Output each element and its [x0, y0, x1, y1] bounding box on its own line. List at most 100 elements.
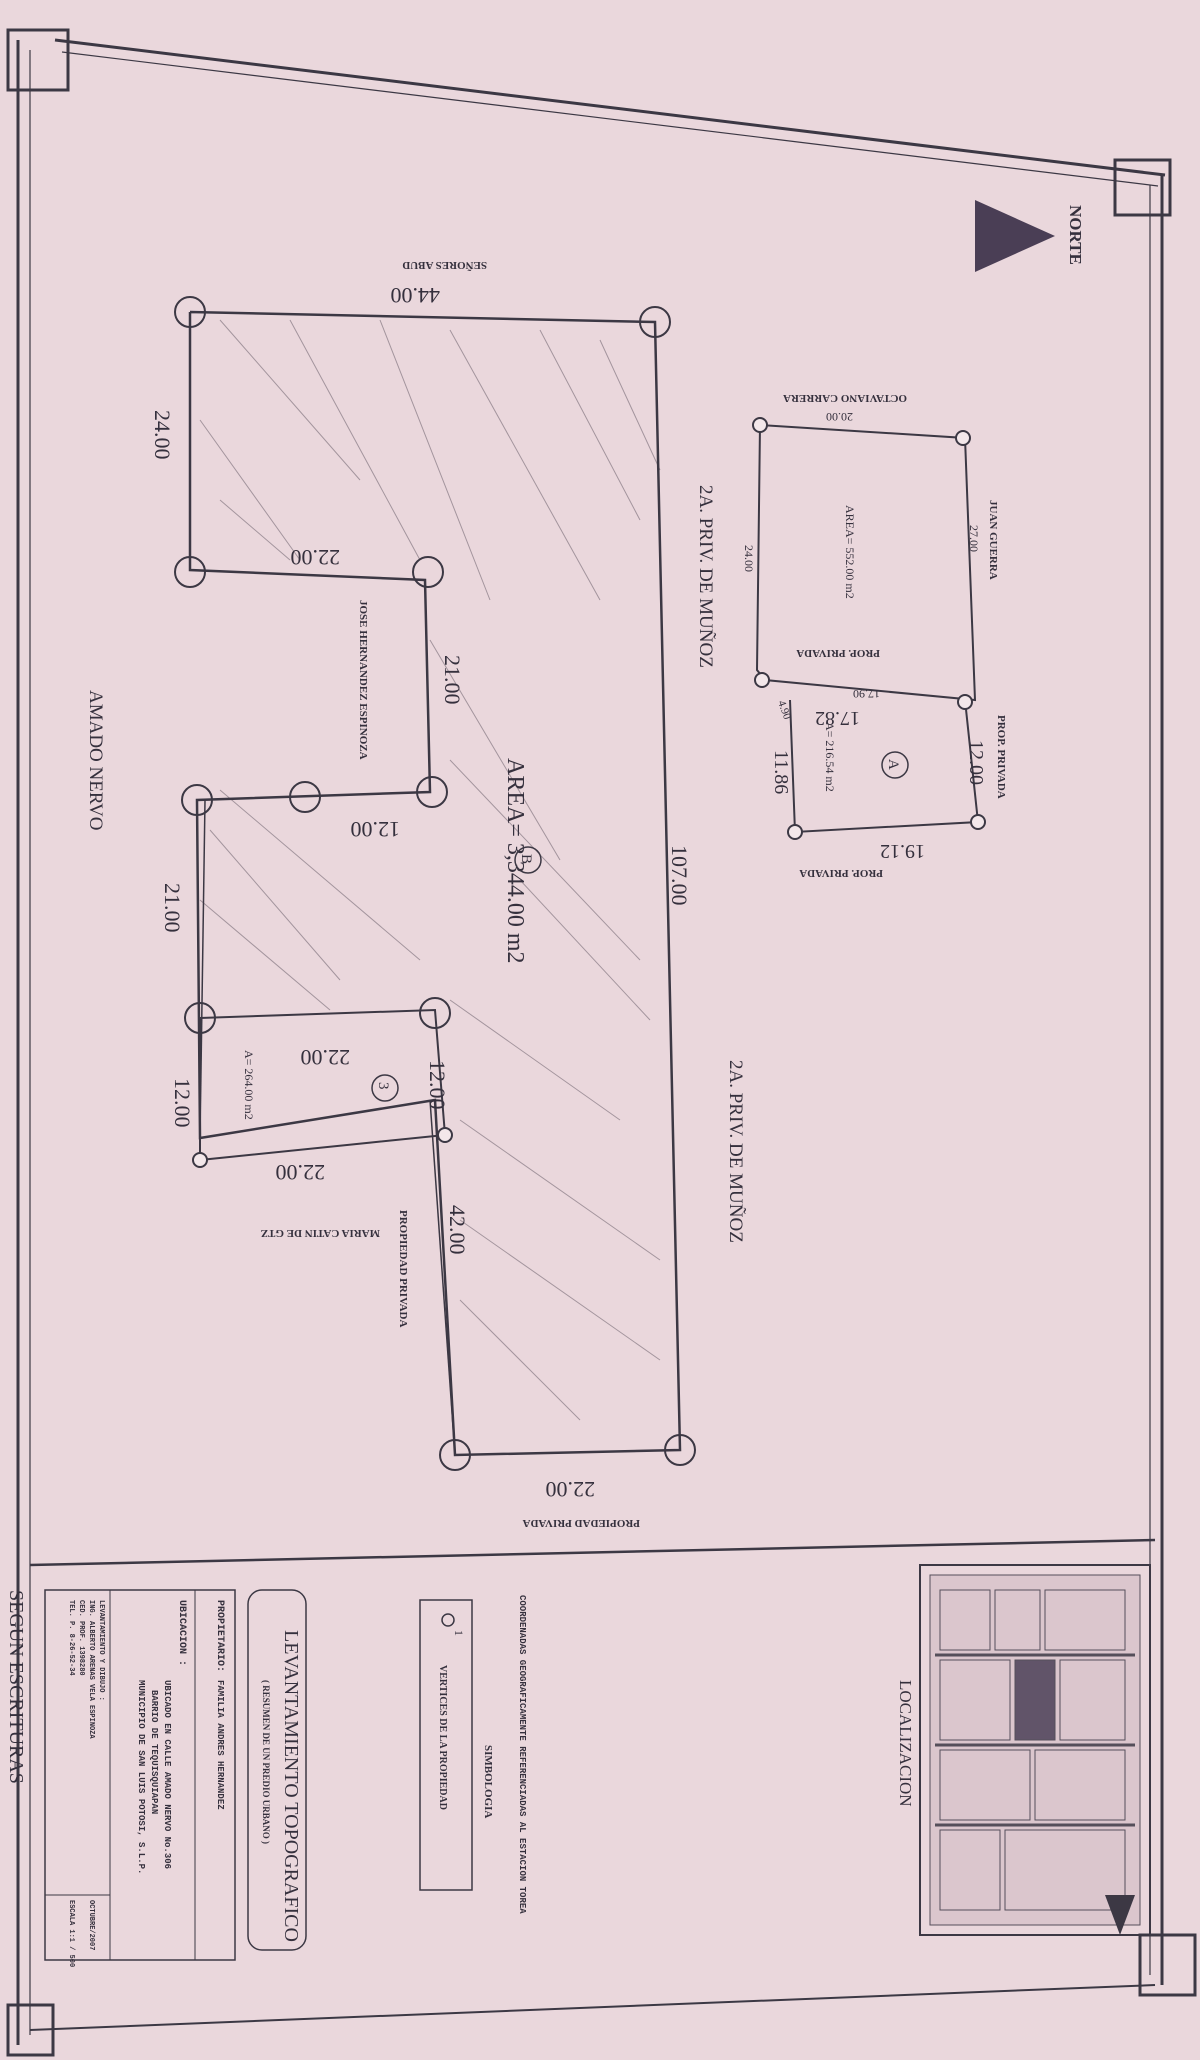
neighbor-octaviano-carrera: OCTAVIANO CARRERA — [783, 392, 907, 404]
corner-ornament — [6, 28, 70, 92]
corner-ornament — [1138, 1933, 1197, 1997]
location-map-frame — [919, 1564, 1151, 1936]
vertex — [192, 1152, 208, 1168]
dimension-107: 107.00 — [667, 845, 692, 906]
lot-a-id: A — [885, 759, 901, 770]
neighbor-jose-hernandez: JOSE HERNANDEZ ESPINOZA — [357, 600, 369, 760]
ubicacion-line: MUNICIPIO DE SAN LUIS POTOSI, S.L.P. — [136, 1680, 146, 1874]
neighbor-propiedad-privada-b: PROPIEDAD PRIVADA — [523, 1517, 640, 1529]
lot-3-id: 3 — [375, 1082, 391, 1090]
dimension-20: 20.00 — [826, 410, 853, 424]
lot-a-id-circle — [881, 751, 909, 779]
footer-line: TEL. P. 8-26-52-34 — [67, 1600, 75, 1676]
vertex — [970, 814, 986, 830]
vertex — [664, 1434, 696, 1466]
neighbor-juan-guerra: JUAN GUERRA — [987, 500, 999, 580]
vertex-symbol-icon — [441, 1613, 455, 1627]
lot-b-id-circle — [514, 846, 542, 874]
street-amado-nervo: AMADO NERVO — [85, 690, 106, 830]
vertex — [181, 784, 213, 816]
neighbor-prop-privada-b: PROP. PRIVADA — [796, 647, 880, 659]
vertex-symbol-number: 1 — [452, 1630, 466, 1636]
fecha: OCTUBRE/2007 — [87, 1900, 95, 1950]
north-label: NORTE — [1066, 205, 1085, 265]
footer-line: LEVANTAMIENTO Y DIBUJO : — [97, 1600, 105, 1701]
neighbor-maria-catin: MARIA CATIN DE GTZ — [261, 1227, 380, 1239]
title-block: LOCALIZACION COORDENADAS GEOGRAFICAMENTE… — [29, 1538, 1156, 1967]
lot-b-hatching — [199, 319, 661, 1421]
propietario-label: PROPIETARIO: — [214, 1600, 225, 1672]
dimension-27: 27.00 — [967, 525, 981, 552]
dimension-24: 24.00 — [150, 410, 175, 460]
lot-a-area: A= 216.54 m2 — [823, 722, 837, 792]
owner-block — [44, 1589, 236, 1961]
vertex — [412, 556, 444, 588]
simbologia-label: SIMBOLOGIA — [482, 1745, 494, 1818]
dimension-22-d: 22.00 — [546, 1477, 596, 1502]
dimension-12-c: 12.00 — [170, 1078, 195, 1128]
vertex — [289, 781, 321, 813]
vertex — [184, 1002, 216, 1034]
vertex — [955, 430, 971, 446]
survey-subtitle: ( RESUMEN DE UN PREDIO URBANO ) — [261, 1680, 271, 1844]
vertex — [754, 672, 770, 688]
lot-3-outline — [199, 1008, 447, 1162]
coord-note: COORDENADAS GEOGRAFICAMENTE REFERENCIADA… — [517, 1595, 527, 1914]
survey-title: LEVANTAMIENTO TOPOGRAFICO — [280, 1630, 302, 1942]
lot-small-area: AREA= 552.00 m2 — [843, 505, 857, 599]
lot-3-id-circle — [371, 1074, 399, 1102]
vertex — [174, 556, 206, 588]
street-priv-munoz-1: 2A. PRIV. DE MUÑOZ — [695, 485, 717, 668]
ubicacion-label: UBICACION : — [176, 1600, 187, 1666]
dimension-22-b: 22.00 — [301, 1045, 351, 1070]
dimension-12-00: 12.00 — [965, 740, 987, 785]
vertex-markers — [174, 296, 986, 1471]
dimension-17-90: 17.90 — [853, 687, 880, 701]
corner-ornament — [6, 2003, 55, 2057]
vertex — [419, 997, 451, 1029]
title-box — [247, 1589, 307, 1951]
neighbor-prop-privada-c: PROP. PRIVADA — [799, 867, 883, 879]
legend-box — [419, 1599, 473, 1891]
street-priv-munoz-2: 2A. PRIV. DE MUÑOZ — [725, 1060, 747, 1243]
location-map — [929, 1574, 1141, 1926]
ubicacion-line: BARRIO DE TEQUISQUIAPAN — [149, 1690, 159, 1814]
north-arrow-icon — [975, 200, 1055, 272]
dimension-12-b: 12.00 — [425, 1060, 450, 1110]
dimension-22-a: 22.00 — [291, 545, 341, 570]
vertex — [639, 306, 671, 338]
bottom-caption: SEGUN ESCRITURAS — [5, 1590, 27, 1784]
dimension-12-a: 12.00 — [351, 817, 401, 842]
escala: ESCALA 1:1 / 500 — [67, 1900, 75, 1967]
vertex — [174, 296, 206, 328]
vertex — [787, 824, 803, 840]
dimension-19-12: 19.12 — [880, 840, 925, 862]
vertex — [437, 1127, 453, 1143]
neighbor-prop-privada-a: PROP. PRIVADA — [995, 715, 1007, 799]
vertex — [439, 1439, 471, 1471]
dimension-24-b: 24.00 — [742, 545, 756, 572]
dimension-17-82: 17.82 — [815, 707, 860, 729]
north-arrow: NORTE — [975, 200, 1085, 272]
vertex — [416, 776, 448, 808]
dimension-11-86: 11.86 — [770, 750, 792, 794]
propietario-value: FAMILIA ANDRES HERNANDEZ — [215, 1680, 225, 1810]
dimension-21-a: 21.00 — [440, 655, 465, 705]
footer-line: CED. PROF. 1398280 — [77, 1600, 85, 1676]
lot-3-area: A= 264.00 m2 — [242, 1050, 256, 1120]
corner-ornament — [1113, 158, 1172, 217]
vertices-label: VERTICES DE LA PROPIEDAD — [437, 1665, 448, 1810]
dimension-21-b: 21.00 — [160, 883, 185, 933]
dimension-42: 42.00 — [445, 1205, 470, 1255]
ubicacion-line: UBICADO EN CALLE AMADO NERVO No.306 — [162, 1680, 172, 1869]
vertex — [957, 694, 973, 710]
dimension-44: 44.00 — [391, 283, 441, 308]
neighbor-senores-abud: SEÑORES ABUD — [402, 259, 487, 271]
lot-b-id: B — [518, 854, 534, 864]
neighbor-propiedad-privada: PROPIEDAD PRIVADA — [397, 1210, 409, 1327]
sheet-border — [6, 28, 1197, 2057]
lot-a-outline — [755, 424, 980, 834]
map-north-arrow-icon — [1105, 1895, 1135, 1935]
footer-line: ING. ALBERTO ARENAS VELA ESPINOZA — [87, 1600, 95, 1739]
